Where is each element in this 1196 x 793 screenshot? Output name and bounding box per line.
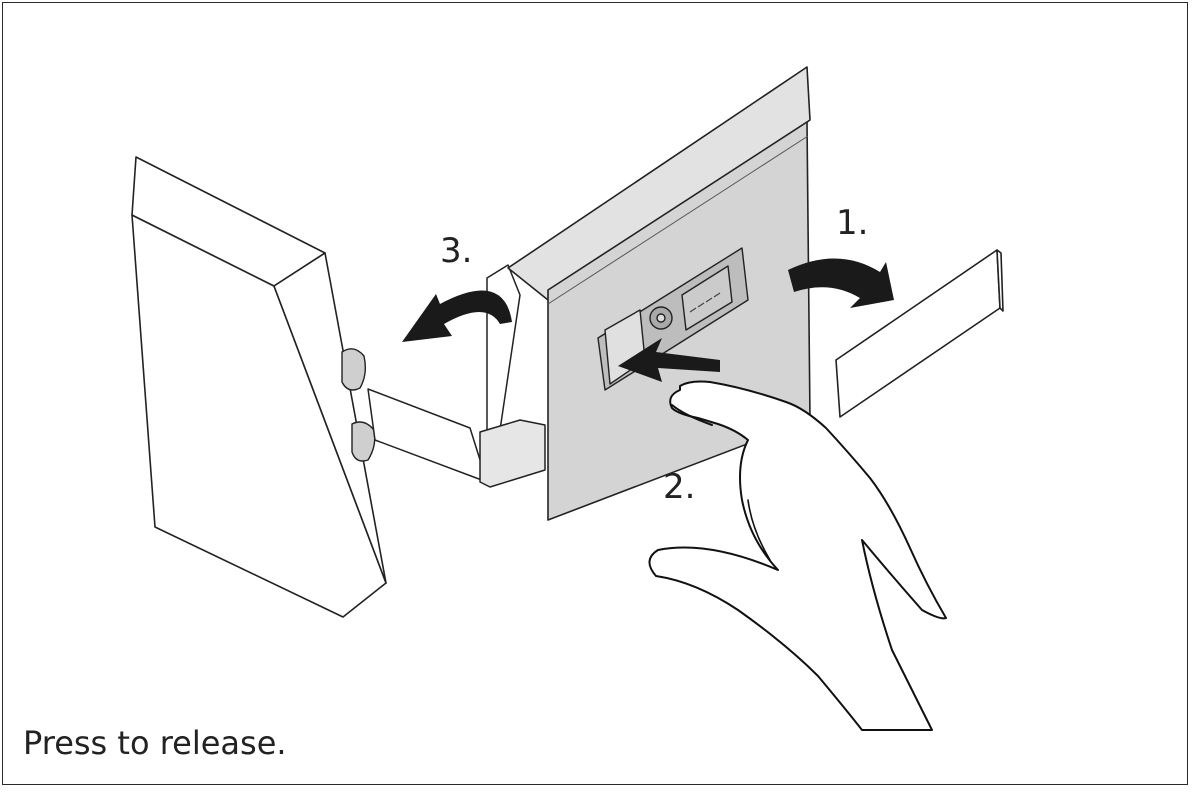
step-1-arrow (788, 258, 894, 308)
step-1-label: 1. (836, 203, 869, 243)
hand-icon (648, 380, 947, 731)
step-3-arrow (402, 290, 512, 342)
step-3-label: 3. (440, 231, 473, 271)
front-cover-cap (835, 249, 1004, 418)
step-2-arrow (618, 338, 720, 382)
step-2-label: 2. (663, 467, 696, 507)
release-mechanism-window (597, 247, 749, 391)
drawer-side-rail (367, 264, 546, 488)
drawer-front-panel (131, 156, 387, 618)
caption: Press to release. (23, 724, 287, 762)
drawer-fixing-knobs (341, 348, 376, 462)
